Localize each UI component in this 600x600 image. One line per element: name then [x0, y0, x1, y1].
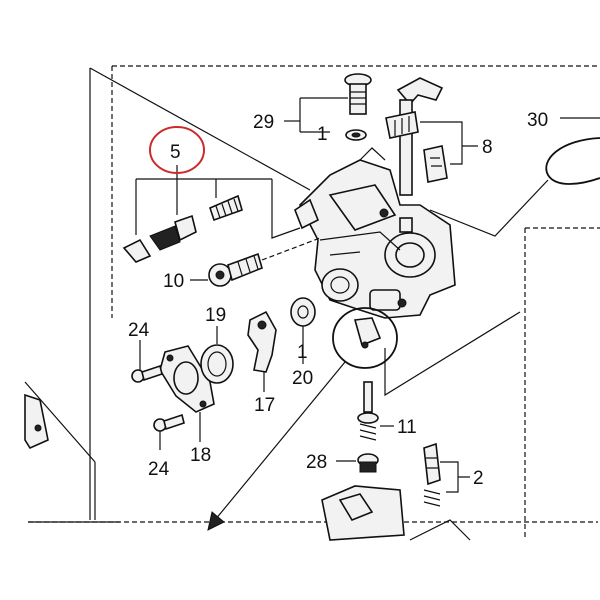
- frame-lines: [24, 65, 600, 540]
- label-5: 5: [170, 142, 181, 163]
- part-1-washer-top: [345, 129, 367, 141]
- label-10: 10: [163, 271, 184, 292]
- label-30: 30: [527, 110, 548, 131]
- part-5-assembly: [122, 165, 301, 263]
- label-24-top: 24: [128, 320, 150, 341]
- float-bowl: [321, 485, 471, 541]
- part-28-jet: [336, 453, 379, 473]
- label-1-top: 1: [317, 124, 328, 145]
- part-30: [429, 117, 600, 237]
- label-19: 19: [205, 305, 226, 326]
- label-8: 8: [482, 137, 493, 158]
- part-8-choke: [385, 77, 478, 196]
- label-20: 20: [292, 368, 313, 389]
- part-2-screw: [423, 442, 470, 507]
- part-19-oring: [200, 326, 234, 384]
- left-edge-part: [24, 393, 49, 450]
- label-24-bottom: 24: [148, 459, 170, 480]
- label-17: 17: [254, 395, 275, 416]
- label-1-mid: 1: [297, 342, 308, 363]
- label-18: 18: [190, 445, 211, 466]
- float-bowl-callout: [207, 307, 521, 531]
- part-18-plate: [159, 345, 215, 442]
- label-29: 29: [253, 112, 274, 133]
- part-20-disk: [290, 297, 316, 364]
- carburetor-body: [294, 147, 456, 319]
- part-24-screws: [131, 340, 185, 450]
- part-17-bracket: [247, 310, 277, 392]
- label-11: 11: [397, 417, 417, 438]
- highlight-circle: [149, 126, 205, 174]
- part-10-screw: [190, 237, 321, 287]
- part-29-assembly: [284, 73, 372, 133]
- label-2: 2: [473, 468, 484, 489]
- label-28: 28: [306, 452, 327, 473]
- part-11-needle: [357, 381, 394, 441]
